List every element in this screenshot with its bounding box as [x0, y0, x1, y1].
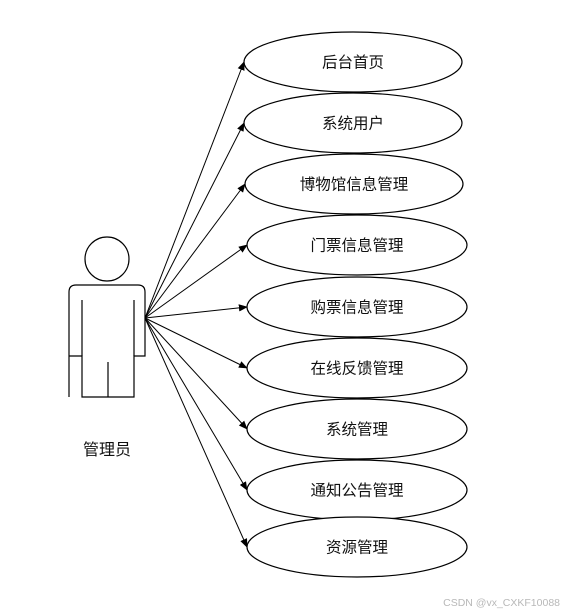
use-case-label: 在线反馈管理	[310, 360, 403, 378]
use-case: 博物馆信息管理	[244, 153, 464, 215]
association-arrow	[144, 317, 248, 548]
association-arrow	[144, 304, 248, 319]
use-case-ellipse	[246, 337, 468, 399]
association-arrow	[144, 317, 248, 430]
actor-figure	[68, 236, 146, 398]
use-case-ellipse	[246, 276, 468, 338]
use-case-ellipse	[243, 31, 463, 93]
use-case: 购票信息管理	[246, 276, 468, 338]
use-case-label: 资源管理	[326, 539, 388, 557]
association-arrow	[144, 317, 248, 369]
use-case: 在线反馈管理	[246, 337, 468, 399]
association-arrow	[144, 244, 248, 319]
use-case-label: 博物馆信息管理	[300, 176, 409, 194]
actor-head	[84, 236, 130, 282]
use-case-ellipse	[246, 214, 468, 276]
use-case: 系统管理	[246, 398, 468, 460]
actor-body	[68, 284, 146, 398]
association-arrows	[144, 61, 248, 548]
use-case-label: 门票信息管理	[310, 237, 403, 255]
use-case-ellipse	[246, 398, 468, 460]
association-arrow	[144, 122, 245, 319]
use-case: 门票信息管理	[246, 214, 468, 276]
use-case-list: 后台首页系统用户博物馆信息管理门票信息管理购票信息管理在线反馈管理系统管理通知公…	[243, 31, 468, 578]
association-arrow	[144, 317, 248, 491]
use-case-ellipse	[244, 153, 464, 215]
association-arrow	[144, 61, 245, 319]
association-arrow	[144, 183, 246, 319]
actor-label: 管理员	[83, 440, 131, 459]
use-case-label: 系统管理	[326, 421, 388, 439]
watermark-text: CSDN @vx_CXKF10088	[443, 597, 560, 609]
use-case-label: 购票信息管理	[310, 299, 403, 317]
use-case-ellipse	[246, 516, 468, 578]
use-case-ellipse	[243, 92, 463, 154]
use-case-label: 后台首页	[322, 54, 384, 72]
use-case-label: 通知公告管理	[310, 482, 403, 500]
use-case-label: 系统用户	[322, 115, 384, 133]
use-case: 资源管理	[246, 516, 468, 578]
use-case: 系统用户	[243, 92, 463, 154]
use-case: 后台首页	[243, 31, 463, 93]
use-case: 通知公告管理	[246, 459, 468, 521]
